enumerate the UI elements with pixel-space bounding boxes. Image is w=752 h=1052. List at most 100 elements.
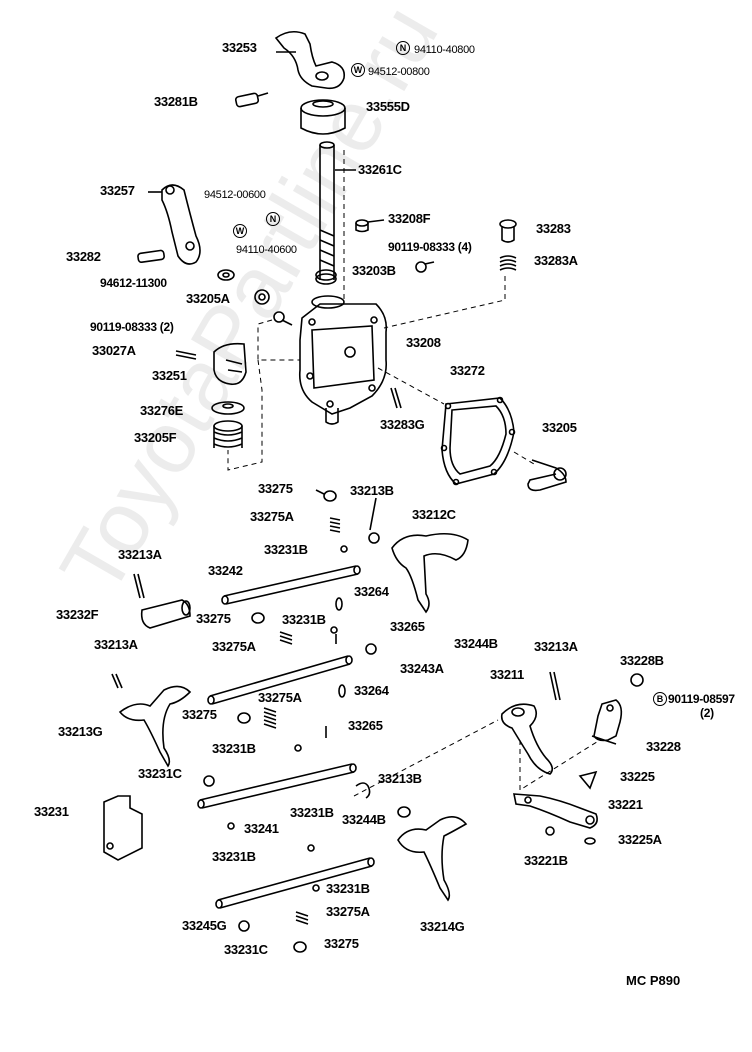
part-label: 33275A [258, 690, 302, 705]
part-label: 90119-08333 (2) [90, 320, 174, 334]
shift-head-part [103, 795, 143, 861]
part-label: 33221B [524, 853, 568, 868]
pin-part [578, 770, 598, 790]
part-label: (2) [700, 706, 714, 720]
inner-lever-part [500, 703, 554, 775]
part-label: 90119-08597 [668, 692, 735, 706]
part-label: 33208F [388, 211, 431, 226]
part-label: 33205A [186, 291, 230, 306]
plug-bolt-part [499, 219, 517, 243]
plug-part [237, 712, 251, 724]
ball-part [340, 545, 348, 553]
ball-part [294, 744, 302, 752]
gasket-part [440, 396, 516, 486]
shift-shaft-part [319, 141, 356, 280]
part-label: 94512-00800 [368, 66, 430, 78]
selector-part [213, 342, 247, 386]
washer-part [217, 269, 235, 281]
shift-rod-part [197, 763, 357, 809]
pin-part [234, 92, 269, 108]
part-label: 33261C [358, 162, 402, 177]
ball-part [227, 822, 235, 830]
diagram-code: MC P890 [626, 973, 681, 988]
part-label: 33275A [212, 639, 256, 654]
part-label: 33228 [646, 739, 681, 754]
interlock-pin-part [335, 597, 343, 611]
part-label: 33264 [354, 584, 389, 599]
part-label: 33231B [212, 741, 256, 756]
part-label: 33213A [94, 637, 138, 652]
shift-fork-part [391, 532, 469, 614]
ball-part [307, 844, 315, 852]
part-label: 33231B [326, 881, 370, 896]
pin-part [175, 350, 197, 360]
pin-part [137, 249, 165, 264]
washer-part [584, 837, 596, 845]
spring-part [329, 517, 341, 533]
ring-part [315, 269, 337, 285]
lever-part [527, 459, 567, 492]
part-label: 33205 [542, 420, 577, 435]
plug-part [293, 941, 307, 953]
spring-part [279, 631, 293, 645]
reverse-arm-part [513, 793, 598, 829]
part-label: 94110-40600 [236, 244, 297, 256]
ball-part [330, 626, 338, 634]
part-label: 33275 [258, 481, 293, 496]
part-label: 33231B [264, 542, 308, 557]
part-label: 33275 [196, 611, 231, 626]
part-label: 33283A [534, 253, 578, 268]
shift-housing-part [298, 295, 388, 425]
part-label: 33225A [618, 832, 662, 847]
part-label: 33213B [350, 483, 394, 498]
part-label: 33275 [182, 707, 217, 722]
plug-part [251, 612, 265, 624]
part-label: 33212C [412, 507, 456, 522]
ball-part [315, 489, 337, 502]
part-label: 33243A [400, 661, 444, 676]
shift-lever-part [274, 30, 346, 90]
bolt-part [415, 261, 435, 273]
part-label: 33282 [66, 249, 101, 264]
circled-n-badge: N [266, 212, 280, 226]
part-label: 33231C [138, 766, 182, 781]
pin-part [111, 673, 123, 689]
clip-part [355, 782, 371, 799]
part-label: 33205F [134, 430, 177, 445]
part-label: 33265 [390, 619, 425, 634]
circled-w-badge: W [233, 224, 247, 238]
bolt-part [397, 806, 411, 818]
part-label: 94612-11300 [100, 276, 167, 290]
part-label: 33275A [326, 904, 370, 919]
spring-part [295, 911, 309, 925]
bolt-part [630, 673, 644, 687]
bracket-part [591, 699, 623, 745]
part-label: 33213A [118, 547, 162, 562]
clip-part [365, 643, 377, 655]
part-label: 33211 [490, 667, 524, 682]
part-label: 33275 [324, 936, 359, 951]
guide-lines [227, 150, 601, 797]
spring-part [263, 707, 277, 729]
shift-fork-part [397, 816, 468, 902]
part-label: 33213B [378, 771, 422, 786]
part-label: 33231 [34, 804, 69, 819]
clip-part [238, 920, 250, 932]
circled-n-badge: N [396, 41, 410, 55]
part-label: 94512-00600 [204, 189, 266, 201]
part-label: 33231B [212, 849, 256, 864]
spring-part [213, 420, 243, 448]
shift-rod-part [215, 857, 375, 909]
part-label: 33214G [420, 919, 465, 934]
cover-part [300, 99, 346, 135]
part-label: 33208 [406, 335, 441, 350]
part-label: 33253 [222, 40, 257, 55]
part-label: 33232F [56, 607, 99, 622]
circled-w-badge: W [351, 63, 365, 77]
part-label: 33225 [620, 769, 655, 784]
part-label: 33231B [282, 612, 326, 627]
part-label: 33272 [450, 363, 485, 378]
part-label: 33242 [208, 563, 243, 578]
spring-part [499, 255, 517, 271]
